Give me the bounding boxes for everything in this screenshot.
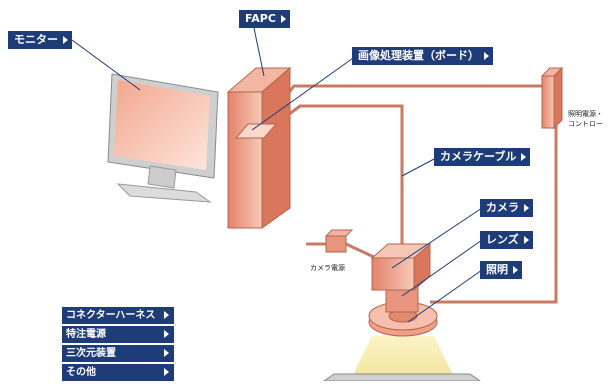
stage-plate: [322, 373, 482, 382]
menu-item-label: コネクターハーネス: [66, 310, 156, 321]
light-beam: [350, 336, 456, 381]
cable-light-controller-to-light: [430, 126, 558, 304]
monitor-label[interactable]: モニター: [8, 31, 72, 49]
cable-label[interactable]: カメラケーブル: [434, 148, 531, 166]
fapc-label[interactable]: FAPC: [239, 10, 290, 28]
leader-lines: [71, 27, 483, 323]
arrow-right-icon: [63, 36, 68, 44]
arrow-right-icon: [513, 266, 518, 274]
camera-power-label: カメラ電源: [310, 264, 345, 272]
menu-item-other[interactable]: その他: [62, 364, 174, 381]
camera-label[interactable]: カメラ: [480, 199, 533, 217]
arrow-right-icon: [280, 15, 286, 23]
arrow-right-icon: [521, 153, 527, 161]
board-label-text: 画像処理装置（ボード）: [358, 49, 479, 62]
menu-item-label: 三次元装置: [66, 348, 116, 359]
arrow-right-icon: [484, 52, 489, 60]
arrow-right-icon: [164, 311, 169, 319]
cable-label-text: カメラケーブル: [440, 150, 517, 163]
menu-item-label: 特注電源: [66, 329, 106, 340]
arrow-right-icon: [164, 349, 169, 357]
light-power-label-line1: 照明電源・: [568, 110, 603, 118]
fapc-label-text: FAPC: [245, 12, 276, 25]
lens-label-text: レンズ: [486, 233, 519, 246]
category-menu: コネクターハーネス 特注電源 三次元装置 その他: [62, 307, 174, 383]
menu-item-3d-device[interactable]: 三次元装置: [62, 345, 174, 362]
arrow-right-icon: [164, 368, 169, 376]
lighting-label[interactable]: 照明: [480, 261, 522, 279]
arrow-right-icon: [524, 204, 529, 212]
menu-item-connector-harness[interactable]: コネクターハーネス: [62, 307, 174, 324]
camera-label-text: カメラ: [486, 201, 519, 214]
monitor-label-text: モニター: [14, 33, 58, 46]
monitor: [107, 73, 219, 203]
camera-power-adapter: [324, 229, 354, 253]
menu-item-label: その他: [66, 367, 96, 378]
menu-item-custom-power[interactable]: 特注電源: [62, 326, 174, 343]
light-controller: [540, 66, 564, 130]
light-power-label-line2: コントロー: [568, 120, 603, 128]
lens-label[interactable]: レンズ: [480, 231, 533, 249]
board-label[interactable]: 画像処理装置（ボード）: [352, 47, 493, 65]
camera-body: [370, 242, 432, 292]
fapc-tower: [226, 66, 292, 229]
arrow-right-icon: [523, 236, 529, 244]
cable-camera-power: [306, 242, 377, 260]
arrow-right-icon: [164, 330, 169, 338]
lighting-label-text: 照明: [486, 263, 508, 276]
